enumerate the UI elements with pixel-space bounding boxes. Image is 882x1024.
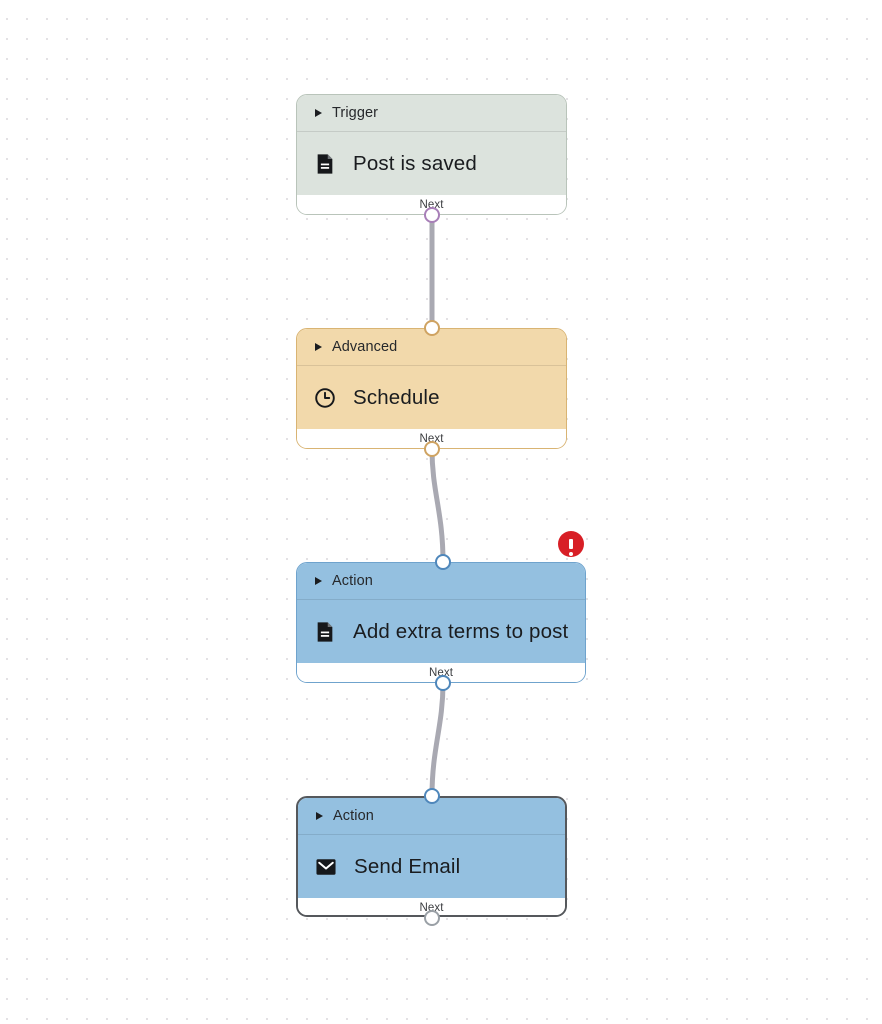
error-exclamation-icon[interactable] bbox=[558, 531, 584, 557]
node-header-action[interactable]: Action bbox=[298, 798, 565, 834]
chevron-right-icon[interactable] bbox=[315, 109, 322, 117]
node-type-label: Action bbox=[333, 808, 374, 824]
node-title: Post is saved bbox=[353, 151, 477, 175]
node-body-advanced[interactable]: Schedule bbox=[297, 365, 566, 429]
node-footer-next[interactable]: Next bbox=[298, 898, 565, 915]
chevron-right-icon[interactable] bbox=[315, 577, 322, 585]
clock-icon bbox=[315, 387, 335, 408]
document-icon bbox=[317, 621, 333, 642]
node-type-label: Trigger bbox=[332, 105, 379, 121]
workflow-node-action-send-email[interactable]: Action Send Email Next bbox=[296, 796, 567, 917]
node-output-port-action-send-email[interactable] bbox=[424, 910, 440, 926]
node-body-action[interactable]: Add extra terms to post bbox=[297, 599, 585, 663]
node-header-action[interactable]: Action bbox=[297, 563, 585, 599]
workflow-node-trigger[interactable]: Trigger Post is saved Next bbox=[296, 94, 567, 215]
node-footer-next[interactable]: Next bbox=[297, 429, 566, 448]
node-output-port-trigger[interactable] bbox=[424, 207, 440, 223]
node-input-port-action-send-email[interactable] bbox=[424, 788, 440, 804]
node-input-port-action-add-terms[interactable] bbox=[435, 554, 451, 570]
node-header-advanced[interactable]: Advanced bbox=[297, 329, 566, 365]
chevron-right-icon[interactable] bbox=[316, 812, 323, 820]
node-footer-label: Next bbox=[419, 902, 444, 914]
edge-action-1-to-action-2[interactable] bbox=[429, 680, 446, 799]
node-output-port-action-add-terms[interactable] bbox=[435, 675, 451, 691]
chevron-right-icon[interactable] bbox=[315, 343, 322, 351]
workflow-node-advanced[interactable]: Advanced Schedule Next bbox=[296, 328, 567, 449]
node-title: Send Email bbox=[354, 854, 461, 878]
node-title: Schedule bbox=[353, 385, 440, 409]
node-title: Add extra terms to post bbox=[353, 619, 569, 643]
node-output-port-advanced[interactable] bbox=[424, 441, 440, 457]
node-header-trigger[interactable]: Trigger bbox=[297, 95, 566, 131]
node-body-trigger[interactable]: Post is saved bbox=[297, 131, 566, 195]
node-footer-label: Next bbox=[419, 433, 444, 445]
envelope-icon bbox=[316, 858, 336, 875]
node-footer-next[interactable]: Next bbox=[297, 195, 566, 214]
document-icon bbox=[317, 153, 333, 174]
workflow-node-action-add-terms[interactable]: Action Add extra terms to post Next bbox=[296, 562, 586, 683]
node-footer-label: Next bbox=[419, 199, 444, 211]
edge-advanced-to-action-1[interactable] bbox=[429, 446, 446, 565]
node-type-label: Action bbox=[332, 573, 373, 589]
node-body-action[interactable]: Send Email bbox=[298, 834, 565, 898]
exclamation-glyph bbox=[569, 539, 573, 556]
node-input-port-advanced[interactable] bbox=[424, 320, 440, 336]
node-type-label: Advanced bbox=[332, 339, 398, 355]
